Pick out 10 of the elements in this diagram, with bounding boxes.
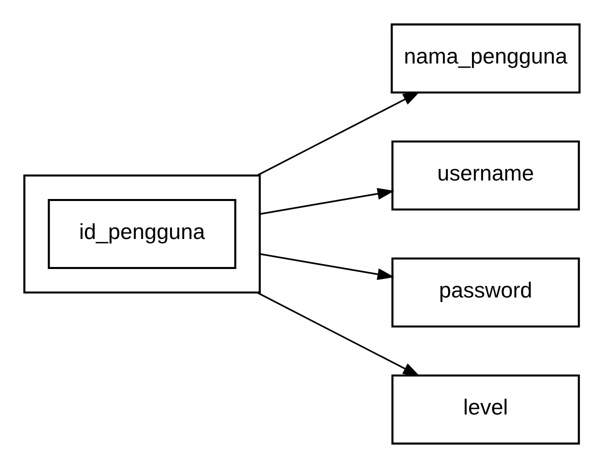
arrow bbox=[256, 92, 420, 176]
node-box: id_pengguna bbox=[48, 198, 236, 270]
node-box: username bbox=[391, 140, 580, 211]
cluster bbox=[23, 174, 261, 294]
arrow bbox=[260, 188, 394, 215]
arrow bbox=[256, 292, 420, 376]
node-box: password bbox=[391, 257, 580, 328]
node-box: nama_pengguna bbox=[390, 23, 581, 94]
node-box: level bbox=[391, 374, 580, 445]
arrow bbox=[260, 253, 394, 280]
